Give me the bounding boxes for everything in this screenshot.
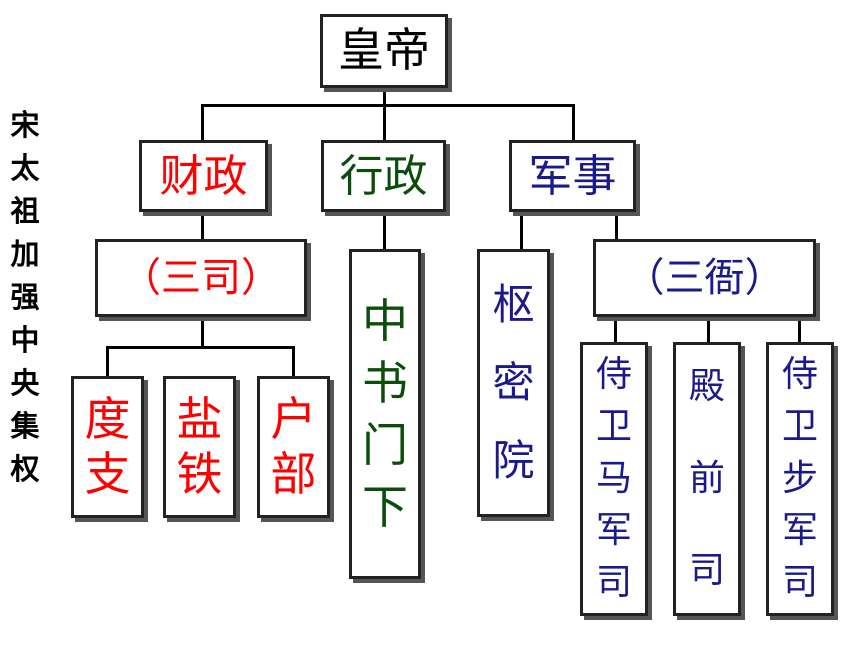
dianqian-box: 殿前司 [673, 342, 741, 616]
administration-box: 行政 [321, 140, 446, 212]
zhongshu-menxia-label: 中书门下 [362, 293, 408, 535]
hubu-label: 户部 [270, 391, 317, 501]
shiwei-ma-box: 侍卫马军司 [580, 342, 648, 616]
duzhi-label: 度支 [84, 391, 131, 501]
three-si-label: （三司） [121, 255, 281, 301]
connector [707, 316, 710, 344]
connector [383, 211, 386, 251]
emperor-box: 皇帝 [320, 14, 448, 88]
emperor-label: 皇帝 [338, 23, 430, 78]
connector [292, 346, 295, 378]
duzhi-box: 度支 [71, 376, 144, 518]
connector [106, 346, 109, 378]
yantie-box: 盐铁 [163, 376, 236, 518]
zhongshu-menxia-box: 中书门下 [349, 249, 421, 579]
yantie-label: 盐铁 [176, 391, 223, 501]
finance-box: 财政 [139, 140, 268, 212]
administration-label: 行政 [339, 150, 428, 202]
connector [106, 346, 295, 349]
connector [798, 316, 801, 344]
shiwei-ma-label: 侍卫马军司 [596, 353, 633, 604]
shiwei-bu-box: 侍卫步军司 [766, 342, 834, 616]
connector [201, 104, 204, 140]
military-label: 军事 [528, 150, 617, 202]
hubu-box: 户部 [257, 376, 330, 518]
military-box: 军事 [509, 140, 636, 212]
connector [615, 211, 618, 241]
connector [201, 104, 575, 107]
shumiyuan-label: 枢密院 [492, 280, 535, 485]
three-ya-box: （三衙） [593, 239, 816, 317]
connector [383, 86, 386, 106]
finance-label: 财政 [159, 150, 248, 202]
shiwei-bu-label: 侍卫步军司 [782, 353, 819, 604]
three-si-box: （三司） [95, 239, 307, 317]
three-ya-label: （三衙） [624, 255, 785, 301]
connector [201, 211, 204, 241]
connector [520, 211, 523, 251]
connector [572, 104, 575, 140]
shumiyuan-box: 枢密院 [477, 249, 550, 517]
connector [201, 316, 204, 348]
dianqian-label: 殿前司 [689, 366, 726, 591]
connector [614, 316, 617, 344]
connector [383, 104, 386, 140]
side-title: 宋太祖加强中央集权 [10, 108, 40, 486]
